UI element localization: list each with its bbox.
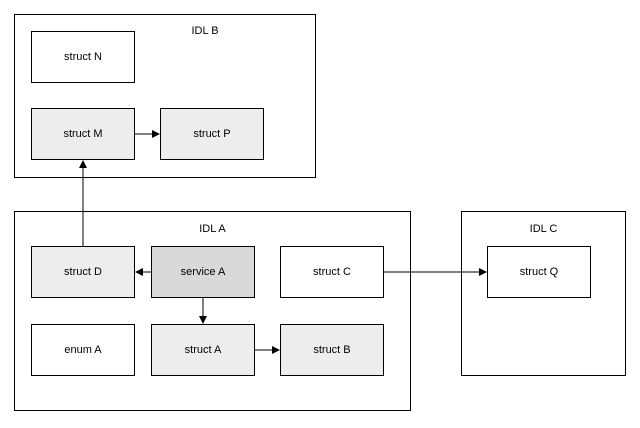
idl-a-title: IDL A	[199, 223, 226, 235]
struct-a-node[interactable]: struct A	[151, 324, 255, 376]
struct-b-node[interactable]: struct B	[280, 324, 384, 376]
idl-a-container: IDL A	[14, 211, 411, 411]
struct-q-node[interactable]: struct Q	[487, 246, 591, 298]
idl-c-title: IDL C	[529, 223, 558, 235]
struct-d-node[interactable]: struct D	[31, 246, 135, 298]
struct-p-node[interactable]: struct P	[160, 108, 264, 160]
struct-m-node[interactable]: struct M	[31, 108, 135, 160]
service-a-node[interactable]: service A	[151, 246, 255, 298]
enum-a-node[interactable]: enum A	[31, 324, 135, 376]
struct-c-node[interactable]: struct C	[280, 246, 384, 298]
idl-b-title: IDL B	[191, 25, 219, 37]
struct-n-node[interactable]: struct N	[31, 31, 135, 83]
